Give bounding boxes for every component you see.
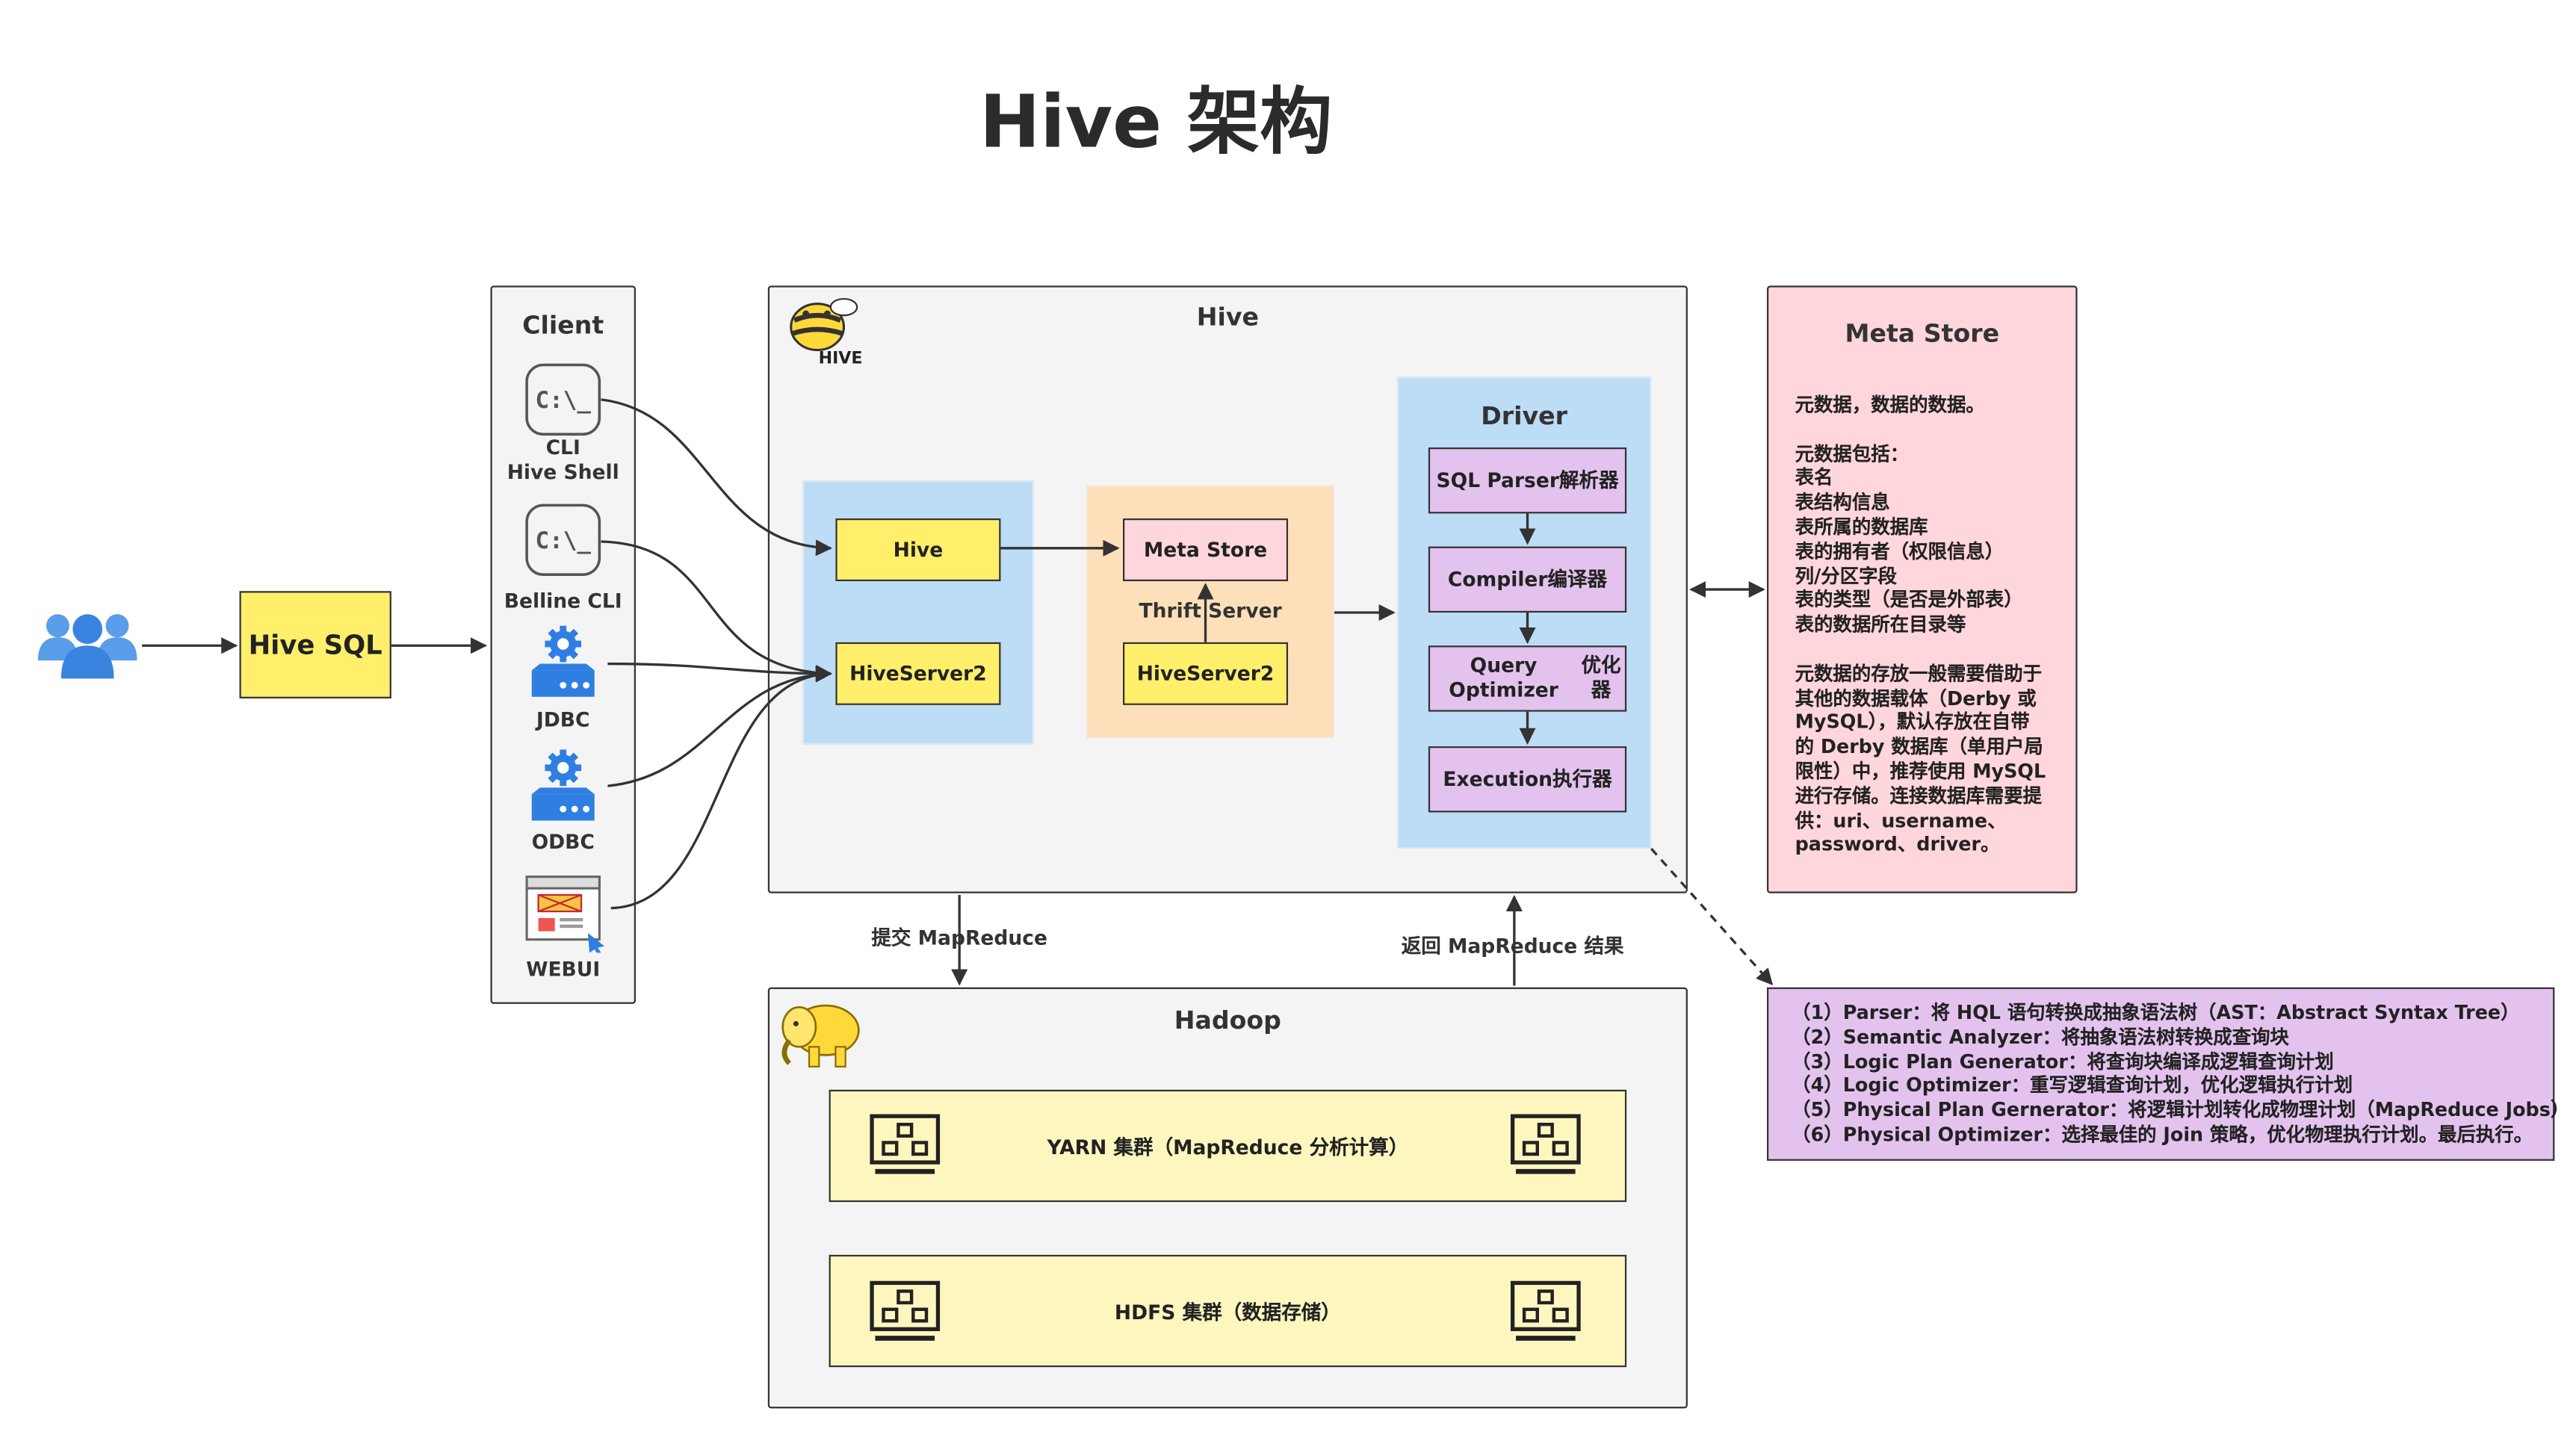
metastore-description-line: 供：uri、username、	[1795, 808, 2007, 831]
metastore-panel: Meta Store 元数据，数据的数据。元数据包括：表名表结构信息表所属的数据…	[1767, 285, 2078, 893]
driver-note-line: （6）Physical Optimizer：选择最佳的 Join 策略，优化物理…	[1792, 1122, 2533, 1146]
webui-to-hiveserver2-connector	[610, 666, 832, 910]
driver-title: Driver	[1481, 401, 1567, 431]
web-browser-icon	[525, 875, 604, 953]
hdfs-cluster-box: HDFS 集群（数据存储）	[829, 1254, 1627, 1368]
terminal-icon: C:\_	[525, 503, 601, 576]
client-jdbc-label: JDBC	[536, 708, 590, 732]
metastore-description-line: 元数据包括：	[1795, 441, 1910, 465]
terminal-icon: C:\_	[525, 363, 601, 436]
svg-text:HIVE: HIVE	[819, 348, 863, 368]
client-odbc-label: ODBC	[531, 830, 595, 854]
svg-text:C:\_: C:\_	[535, 387, 591, 414]
metastore-panel-title: Meta Store	[1845, 318, 2000, 349]
metastore-description-line: password、driver。	[1795, 832, 2000, 856]
metastore-box: Meta Store	[1123, 518, 1289, 582]
metastore-description-line: 其他的数据载体（Derby 或	[1795, 686, 2037, 710]
thrift-server-label: Thrift Server	[1139, 599, 1282, 623]
metastore-description-line: 元数据的存放一般需要借助于	[1795, 661, 2043, 685]
return-mapreduce-label: 返回 MapReduce 结果	[1401, 935, 1624, 958]
server-node-icon	[870, 1114, 941, 1174]
driver-note-line: （2）Semantic Analyzer：将抽象语法树转换成查询块	[1792, 1025, 2289, 1049]
hadoop-elephant-logo	[781, 1004, 860, 1067]
odbc-to-hiveserver2-connector	[607, 666, 832, 787]
metastore-description-line: 表的数据所在目录等	[1795, 613, 1966, 636]
driver-note-line: （3）Logic Plan Generator：将查询块编译成逻辑查询计划	[1792, 1049, 2334, 1073]
metastore-description-line: 表结构信息	[1795, 490, 1890, 514]
yarn-cluster-label: YARN 集群（MapReduce 分析计算）	[1047, 1135, 1409, 1159]
server-node-icon	[1510, 1280, 1581, 1341]
hiveserver2-box: HiveServer2	[835, 642, 1001, 705]
metastore-description-line: MySQL），默认存放在自带	[1795, 710, 2030, 734]
metastore-description-line: 表的类型（是否是外部表）	[1795, 588, 2023, 612]
server-node-icon	[870, 1280, 941, 1341]
metastore-description-line: 列/分区字段	[1795, 563, 1897, 587]
users-icon	[37, 614, 137, 679]
yarn-cluster-box: YARN 集群（MapReduce 分析计算）	[829, 1089, 1627, 1203]
metastore-description-line: 限性）中，推荐使用 MySQL	[1795, 759, 2046, 783]
driver-note-line: （1）Parser：将 HQL 语句转换成抽象语法树（AST：Abstract …	[1792, 1000, 2520, 1024]
client-webui-label: WEBUI	[526, 957, 601, 981]
page-title: Hive 架构	[979, 81, 1333, 166]
beeline-to-hiveserver2-connector	[601, 540, 832, 682]
hive-sql-box: Hive SQL	[239, 591, 391, 698]
client-beeline-label: Belline CLI	[504, 589, 622, 613]
driver-notes-panel: （1）Parser：将 HQL 语句转换成抽象语法树（AST：Abstract …	[1767, 987, 2570, 1161]
hive-cli-box: Hive	[835, 518, 1001, 582]
metastore-description-line: 表所属的数据库	[1795, 515, 1928, 539]
metastore-description-line: 表的拥有者（权限信息）	[1795, 539, 2004, 563]
hive-title: Hive	[1196, 302, 1259, 332]
cli-to-hive-connector	[601, 398, 832, 557]
jdbc-to-hiveserver2-connector	[607, 662, 832, 682]
database-gear-icon	[531, 625, 595, 697]
hdfs-cluster-label: HDFS 集群（数据存储）	[1114, 1301, 1341, 1324]
driver-note-line: （5）Physical Plan Gernerator：将逻辑计划转化成物理计划…	[1792, 1098, 2570, 1122]
metastore-hiveserver2-box: HiveServer2	[1123, 642, 1289, 705]
svg-text:C:\_: C:\_	[535, 527, 591, 554]
driver-to-notes-dashed-arrow	[1650, 847, 1774, 985]
client-title: Client	[522, 310, 604, 341]
metastore-description-line: 表名	[1795, 466, 1833, 490]
hadoop-title: Hadoop	[1174, 1005, 1281, 1035]
hive-bee-logo: HIVE	[790, 297, 863, 368]
metastore-description: 元数据，数据的数据。元数据包括：表名表结构信息表所属的数据库表的拥有者（权限信息…	[1795, 393, 2076, 857]
metastore-description-line: 元数据，数据的数据。	[1795, 393, 1985, 416]
database-gear-icon	[531, 749, 595, 821]
metastore-description-line: 进行存储。连接数据库需要提	[1795, 784, 2043, 808]
metastore-description-line: 的 Derby 数据库（单用户局	[1795, 734, 2043, 758]
server-node-icon	[1510, 1114, 1581, 1174]
driver-note-line: （4）Logic Optimizer：重写逻辑查询计划，优化逻辑执行计划	[1792, 1073, 2353, 1097]
